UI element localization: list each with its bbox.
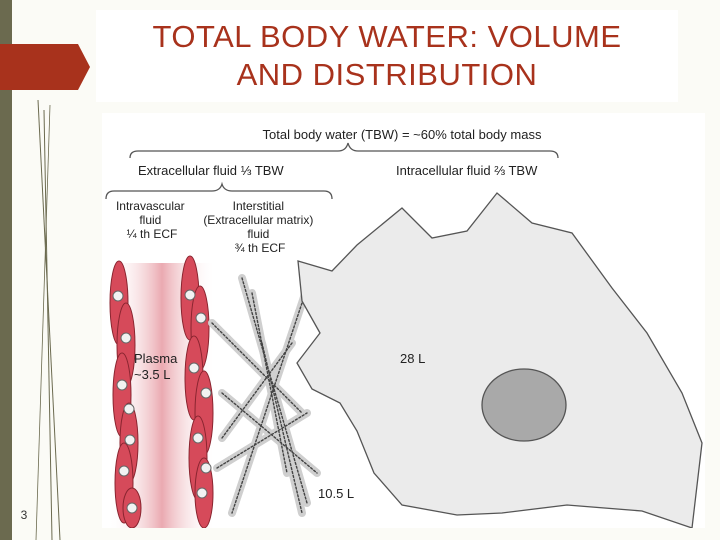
icf-label: Intracellular fluid ⅔ TBW [396, 163, 538, 178]
tbw-label: Total body water (TBW) = ~60% total body… [263, 127, 542, 142]
fiber-halos [208, 274, 321, 517]
interstitial-line-3: fluid [247, 227, 269, 241]
icf-volume-label: 28 L [400, 351, 425, 366]
interstitial-line-4: ¾ th ECF [235, 241, 286, 255]
cell-body [296, 192, 703, 528]
diagram-svg: Total body water (TBW) = ~60% total body… [105, 127, 703, 528]
intravascular-line-1: Intravascular [116, 199, 185, 213]
rbc-nucleus [126, 502, 138, 514]
rbc-nucleus [200, 387, 212, 399]
rbc-nuclei [112, 289, 212, 514]
slide-title: TOTAL BODY WATER: VOLUME AND DISTRIBUTIO… [152, 19, 622, 92]
cell-nucleus [481, 368, 567, 442]
title-box: TOTAL BODY WATER: VOLUME AND DISTRIBUTIO… [96, 10, 678, 102]
rbc-nucleus [112, 290, 124, 302]
body-water-diagram: Total body water (TBW) = ~60% total body… [102, 113, 705, 528]
intravascular-line-3: ¼ th ECF [127, 227, 178, 241]
intravascular-line-2: fluid [139, 213, 161, 227]
plasma-line-2: ~3.5 L [134, 367, 171, 382]
title-accent-arrow [0, 44, 90, 90]
rbc-nucleus [118, 465, 130, 477]
rbc-nucleus [195, 312, 207, 324]
ecf-brace [105, 181, 333, 200]
plasma-line-1: Plasma [134, 351, 178, 366]
rbc-nucleus [123, 403, 135, 415]
rbc-nucleus [124, 434, 136, 446]
rbc-nucleus [192, 432, 204, 444]
decor-line [43, 109, 53, 540]
rbc-nucleus [116, 379, 128, 391]
rbc-nucleus [196, 487, 208, 499]
interstitial-line-1: Interstitial [233, 199, 284, 213]
fiber-lines [211, 277, 318, 514]
interstitial-label: Interstitial (Extracellular matrix) flui… [203, 199, 316, 255]
ecf-label: Extracellular fluid ⅓ TBW [138, 163, 284, 178]
isf-volume-label: 10.5 L [318, 486, 354, 501]
rbc-nucleus [200, 462, 212, 474]
left-frame-bar [0, 0, 12, 540]
decor-line [37, 99, 61, 540]
page-number: 3 [20, 508, 28, 522]
matrix-fibers [208, 274, 321, 517]
tbw-brace [129, 142, 559, 159]
intravascular-label: Intravascular fluid ¼ th ECF [116, 199, 188, 241]
plasma-label: Plasma ~3.5 L [134, 351, 181, 382]
decor-line [35, 104, 51, 540]
rbc-nucleus [120, 332, 132, 344]
rbc-nucleus [188, 362, 200, 374]
interstitial-line-2: (Extracellular matrix) [203, 213, 313, 227]
rbc-nucleus [184, 289, 196, 301]
